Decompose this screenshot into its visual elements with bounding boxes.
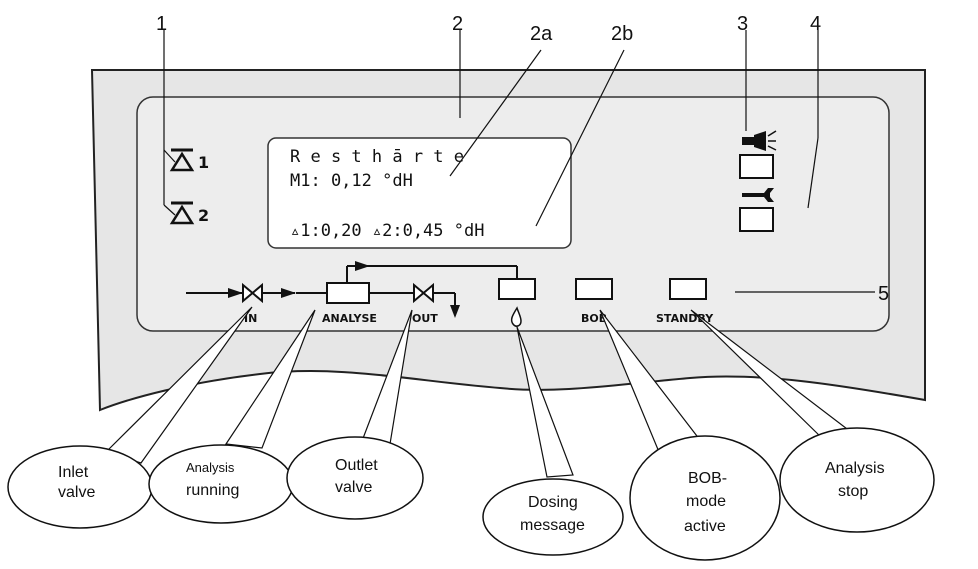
alarm-2-icon (169, 201, 195, 225)
bubble-outlet-valve (286, 436, 424, 520)
analyse-label: ANALYSE (322, 312, 377, 325)
callout-2a-box (522, 19, 562, 49)
bubble-analysis-line2: running (186, 482, 239, 499)
alarm-indicator-box (739, 154, 774, 179)
bubble-inlet-line1: Inlet (58, 464, 89, 481)
bubble-pointers (104, 306, 857, 478)
callout-3: 3 (737, 13, 748, 35)
bubble-bob-line2: mode (686, 493, 726, 510)
bubble-stop-line1: Analysis (825, 460, 885, 477)
flow-diagram (186, 265, 707, 307)
bubble-bob-line3: active (684, 518, 726, 535)
standby-label: STANDBY (656, 312, 714, 325)
horn-icon (742, 130, 777, 151)
callout-leaders (163, 30, 875, 293)
bob-label: BOB (581, 312, 607, 325)
callout-2: 2 (452, 13, 463, 35)
bubble-analysis-stop (779, 427, 935, 533)
callout-2b-box (603, 19, 643, 49)
bubble-stop-line2: stop (838, 483, 868, 500)
bubble-analysis-line1: Analysis (186, 460, 235, 475)
alarm-2-label: 2 (198, 206, 209, 225)
droplet-icon (510, 306, 522, 327)
bubble-dosing-message (482, 478, 624, 556)
lcd-display (267, 137, 572, 249)
bubble-bob-mode (629, 435, 781, 561)
valve-out-label: OUT (412, 312, 438, 325)
callout-5: 5 (878, 283, 889, 305)
alarm-1-label: 1 (198, 153, 209, 172)
wrench-icon (742, 188, 774, 202)
bubble-bob-line1: BOB- (688, 470, 727, 487)
flow-arrow-icon (355, 261, 370, 271)
callout-2a: 2a (530, 23, 553, 45)
display-line-measurement: M1: 0,12 °dH (290, 171, 413, 191)
callout-1: 1 (156, 13, 167, 35)
bubble-dosing-line2: message (520, 517, 585, 534)
valve-in-label: IN (244, 312, 257, 325)
display-line-title: R e s t h ā r t e (290, 147, 464, 167)
bubble-inlet-line2: valve (58, 484, 95, 501)
service-indicator-box (739, 207, 774, 232)
callout-4: 4 (810, 13, 821, 35)
bubble-outlet-line1: Outlet (335, 457, 378, 474)
callout-2b: 2b (611, 23, 633, 45)
display-line-limits: ▵1:0,20 ▵2:0,45 °dH (290, 221, 484, 241)
alarm-1-icon (169, 148, 195, 172)
drain-arrow-icon (450, 305, 460, 318)
bubble-dosing-line1: Dosing (528, 494, 578, 511)
bubble-outlet-line2: valve (335, 479, 372, 496)
